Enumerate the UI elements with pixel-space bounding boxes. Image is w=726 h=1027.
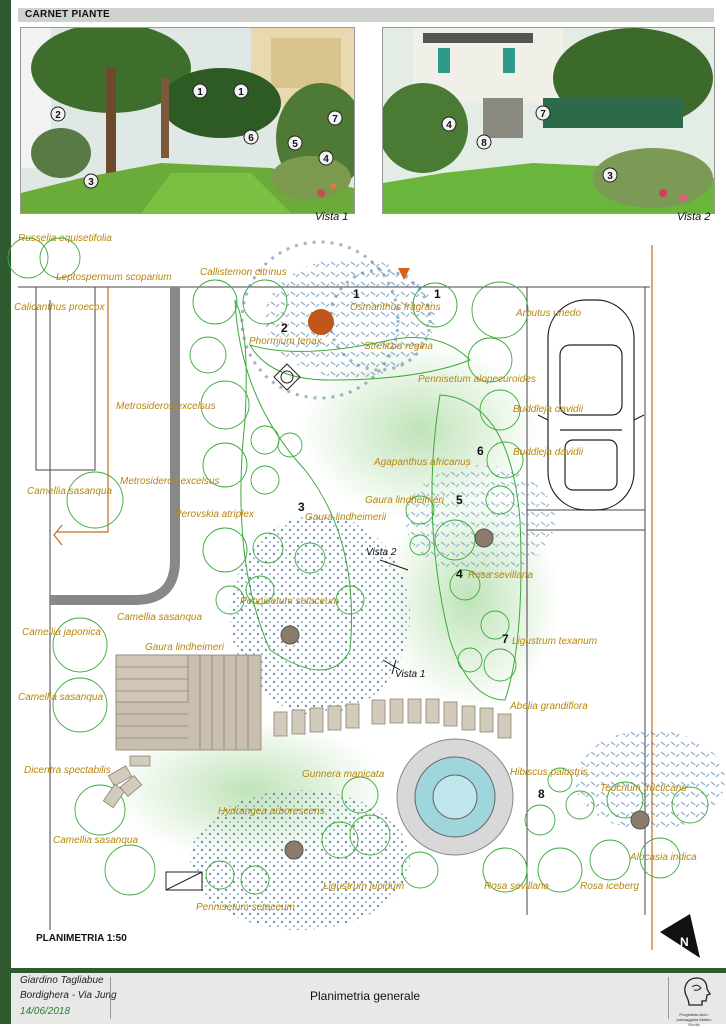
vista-1-label: Vista 1	[395, 669, 425, 680]
photo1-marker-4: 4	[323, 154, 329, 165]
plant-label: Gaura lindheimeri	[145, 642, 225, 653]
zone-2: 2	[281, 321, 288, 335]
plant-label: Teucrium fructicans	[600, 783, 686, 794]
photo-vista-2	[382, 27, 715, 214]
zone-4: 4	[456, 567, 463, 581]
phormium-symbol	[273, 363, 301, 391]
zone-1b: 1	[434, 287, 441, 301]
plant-label: Abelia grandiflora	[509, 701, 588, 712]
plant-label: Ligustrum lucidum	[323, 881, 404, 892]
plant-label: Camellia japonica	[22, 627, 101, 638]
plant-label: Alocasia indica	[629, 852, 697, 863]
plant-label: Russelia equisetifolia	[18, 233, 112, 244]
sheet-title: CARNET PIANTE	[25, 9, 111, 20]
plant-label: Leptospermum scoparium	[56, 272, 172, 283]
photo-2-caption: Vista 2	[677, 211, 711, 223]
zone-1a: 1	[353, 287, 360, 301]
plant-label: Buddleja davidii	[513, 447, 584, 458]
wooden-deck	[115, 654, 262, 751]
left-frame-bar	[0, 0, 11, 1024]
project-location: Bordighera - Via Jung	[20, 990, 117, 1001]
plant-label: Gunnera manicata	[302, 769, 385, 780]
north-arrow: N	[660, 914, 700, 958]
footer-divider	[668, 977, 669, 1019]
car-outline	[537, 299, 645, 511]
plant-label: Metrosideros excelsus	[116, 401, 215, 412]
photo-vista-1	[20, 27, 355, 214]
footer-divider	[110, 977, 111, 1019]
plant-label: Rosa sevillana	[484, 881, 549, 892]
photo1-marker-2: 2	[55, 110, 61, 121]
plant-label: Agapanthus africanus	[373, 457, 471, 468]
photo1-marker-5: 5	[292, 139, 298, 150]
footer-separator	[11, 968, 726, 973]
footer	[11, 973, 726, 1024]
plant-label: Camellia sasanqua	[53, 835, 138, 846]
plant-label: Hydrangea arborescens	[218, 806, 325, 817]
plant-label: Osmanthus fragrans	[350, 302, 441, 313]
plant-label: Camellia sasanqua	[117, 612, 202, 623]
plant-label: Camellia sasanqua	[18, 692, 103, 703]
photo2-marker-4: 4	[446, 120, 452, 131]
photo-markers: 1 1 2 3 4 5 6 7 3 4 7 8	[50, 83, 618, 189]
photo2-marker-8: 8	[481, 138, 487, 149]
designer-credit: Progettista Arch. paesaggista Matteo Erc…	[676, 1012, 712, 1027]
photo1-marker-1a: 1	[197, 87, 203, 98]
zone-3: 3	[298, 500, 305, 514]
plant-label: Hibiscus palustris	[510, 767, 588, 778]
plant-label: Ligustrum texanum	[512, 636, 597, 647]
photo1-marker-7: 7	[332, 114, 338, 125]
shrub-outlines	[7, 237, 709, 896]
osmanthus-tree-marker	[308, 309, 334, 335]
photo1-marker-6: 6	[248, 133, 254, 144]
photo1-marker-3: 3	[88, 177, 94, 188]
vista-2-label: Vista 2	[366, 547, 397, 558]
plant-label: Calicanthus proecox	[14, 302, 106, 313]
header-bar	[18, 8, 714, 22]
photo2-marker-3: 3	[607, 171, 613, 182]
zone-8: 8	[538, 787, 545, 801]
plant-label: Perovskia atriplex	[175, 509, 255, 520]
plant-label: Gaura lindheimeri	[365, 495, 445, 506]
plant-label: Pennisetum setaceum	[240, 596, 339, 607]
stepping-stones	[102, 698, 512, 809]
plant-label: Camellia sasanqua	[27, 486, 112, 497]
site-plan: N 1 1 2 3 4 5 6 7 8 Vista 2 Vista 1 Russ…	[7, 233, 725, 958]
project-name: Giardino Tagliabue	[20, 975, 104, 986]
scale-label: PLANIMETRIA 1:50	[36, 933, 127, 944]
photo1-marker-1b: 1	[238, 87, 244, 98]
plant-label: Buddleja davidii	[513, 404, 584, 415]
plant-label: Arbutus unedo	[515, 308, 581, 319]
fountain-pool	[396, 738, 514, 856]
plant-label: Callistemon citrinus	[200, 267, 287, 278]
plant-label: Dicentra spectabilis	[24, 765, 111, 776]
zone-5: 5	[456, 493, 463, 507]
plant-label: Rosa iceberg	[580, 881, 639, 892]
zone-7: 7	[502, 632, 509, 646]
project-date: 14/06/2018	[20, 1006, 71, 1017]
plant-label: Metrosideros excelsus	[120, 476, 219, 487]
plant-label: Strelitzia regina	[364, 341, 433, 352]
zone-6: 6	[477, 444, 484, 458]
plant-label: Phormium tenax	[249, 336, 323, 347]
photo2-marker-7: 7	[540, 109, 546, 120]
plant-label: Pennisetum alopecuroides	[418, 374, 536, 385]
photo-1-caption: Vista 1	[315, 211, 349, 223]
plant-label: Gaura lindheimerii	[305, 512, 387, 523]
plant-label: Pennisetum setaceum	[196, 902, 295, 913]
designer-logo-icon	[684, 977, 711, 1006]
north-label: N	[680, 935, 689, 949]
plant-label: Rosa sevillana	[468, 570, 533, 581]
drawing-title: Planimetria generale	[310, 989, 421, 1003]
